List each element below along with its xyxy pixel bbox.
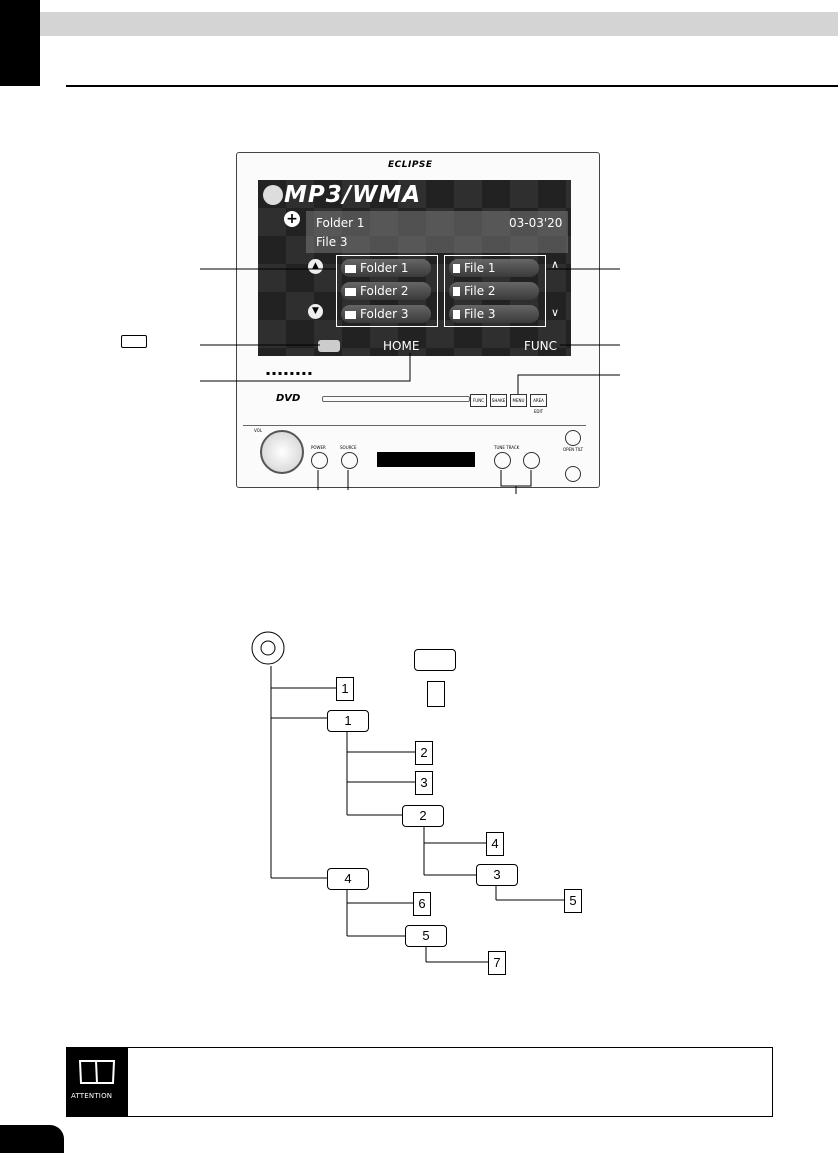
file-item[interactable]: File 3	[449, 305, 539, 323]
power-label: POWER	[311, 445, 326, 450]
brand-logo: ECLIPSE	[388, 160, 433, 170]
folder-item-label: Folder 3	[360, 307, 409, 321]
front-area-edit-button[interactable]: AREA EDIT	[530, 394, 547, 414]
folder-scroll-down-icon[interactable]: ▼	[308, 304, 323, 319]
front-menu-button[interactable]: MENU	[510, 394, 527, 407]
screen-title: MP3/WMA	[284, 182, 422, 208]
tree-file-node: 3	[415, 771, 433, 795]
track-down-button[interactable]	[494, 452, 511, 469]
tree-file-node: 2	[415, 741, 433, 765]
folder-icon	[345, 264, 356, 273]
music-file-icon	[453, 264, 460, 273]
tree-file-node: 5	[564, 889, 582, 913]
track-up-button[interactable]	[523, 452, 540, 469]
tree-folder-node: 2	[402, 805, 444, 827]
open-tilt-label: OPEN TILT	[563, 447, 584, 452]
file-item[interactable]: File 1	[449, 259, 539, 277]
file-item-label: File 3	[464, 307, 496, 321]
folder-legend-icon	[414, 649, 456, 671]
attention-box	[66, 1047, 773, 1117]
music-file-icon	[453, 287, 460, 296]
home-button[interactable]: HOME	[383, 339, 420, 353]
vol-label: VOL	[254, 428, 263, 433]
tree-file-node: 1	[336, 677, 354, 701]
tree-file-node: 6	[413, 892, 431, 916]
dvd-logo: DVD	[276, 393, 301, 404]
tree-folder-node: 4	[327, 868, 369, 890]
tree-folder-node: 1	[327, 710, 369, 732]
folder-item[interactable]: Folder 2	[341, 282, 431, 300]
header-band	[40, 12, 838, 36]
section-tab	[0, 0, 40, 86]
front-display	[377, 452, 475, 467]
plus-icon[interactable]: +	[284, 211, 300, 227]
folder-tree-lines	[251, 631, 564, 963]
disc-icon	[263, 185, 283, 205]
folder-item-label: Folder 2	[360, 284, 409, 298]
source-label: SOURCE	[340, 445, 357, 450]
folder-up-button[interactable]	[318, 340, 340, 352]
book-icon	[78, 1060, 116, 1084]
func-button[interactable]: FUNC	[524, 339, 558, 353]
file-scroll-up-icon[interactable]: ∧	[551, 258, 560, 271]
folder-up-icon	[121, 335, 147, 348]
file-item-label: File 2	[464, 284, 496, 298]
format-logos: ▪ ▪ ▪ ▪ ▪ ▪ ▪ ▪	[266, 370, 312, 377]
folder-item[interactable]: Folder 3	[341, 305, 431, 323]
control-panel	[243, 425, 586, 482]
folder-list: Folder 1 Folder 2 Folder 3	[336, 255, 438, 327]
tree-file-node: 7	[488, 951, 506, 975]
volume-knob[interactable]	[260, 430, 304, 474]
tree-file-node: 4	[486, 832, 504, 856]
folder-scroll-up-icon[interactable]: ▲	[308, 259, 323, 274]
tree-folder-node: 5	[405, 925, 447, 947]
attention-label: ATTENTION	[71, 1092, 113, 1100]
music-file-icon	[453, 310, 460, 319]
tune-track-label: TUNE TRACK	[494, 445, 520, 450]
disc-slot	[322, 396, 470, 402]
attention-book-icon	[66, 1047, 128, 1117]
now-playing-bar	[306, 211, 568, 253]
front-shake-button[interactable]: SHAKE	[490, 394, 507, 407]
callout-leaders	[200, 268, 620, 494]
folder-item[interactable]: Folder 1	[341, 259, 431, 277]
tree-folder-node: 3	[476, 864, 518, 886]
open-tilt-button[interactable]	[565, 466, 581, 482]
file-item-label: File 1	[464, 261, 496, 275]
folder-icon	[345, 287, 356, 296]
now-playing-folder: Folder 1	[316, 216, 365, 230]
file-legend-icon	[427, 681, 445, 707]
header-rule	[66, 85, 838, 87]
eject-button[interactable]	[565, 430, 581, 446]
source-button[interactable]	[341, 452, 358, 469]
file-list: File 1 File 2 File 3	[444, 255, 546, 327]
page-number-tab	[0, 1125, 64, 1153]
folder-icon	[345, 310, 356, 319]
device-screen: MP3/WMA + Folder 1 03-03'20 File 3 ▲ ▼ F…	[258, 180, 571, 356]
front-func-button[interactable]: FUNC	[470, 394, 487, 407]
track-time: 03-03'20	[509, 216, 563, 230]
power-button[interactable]	[311, 452, 328, 469]
now-playing-file: File 3	[316, 235, 348, 249]
file-scroll-down-icon[interactable]: ∨	[551, 306, 560, 319]
file-item[interactable]: File 2	[449, 282, 539, 300]
folder-item-label: Folder 1	[360, 261, 409, 275]
